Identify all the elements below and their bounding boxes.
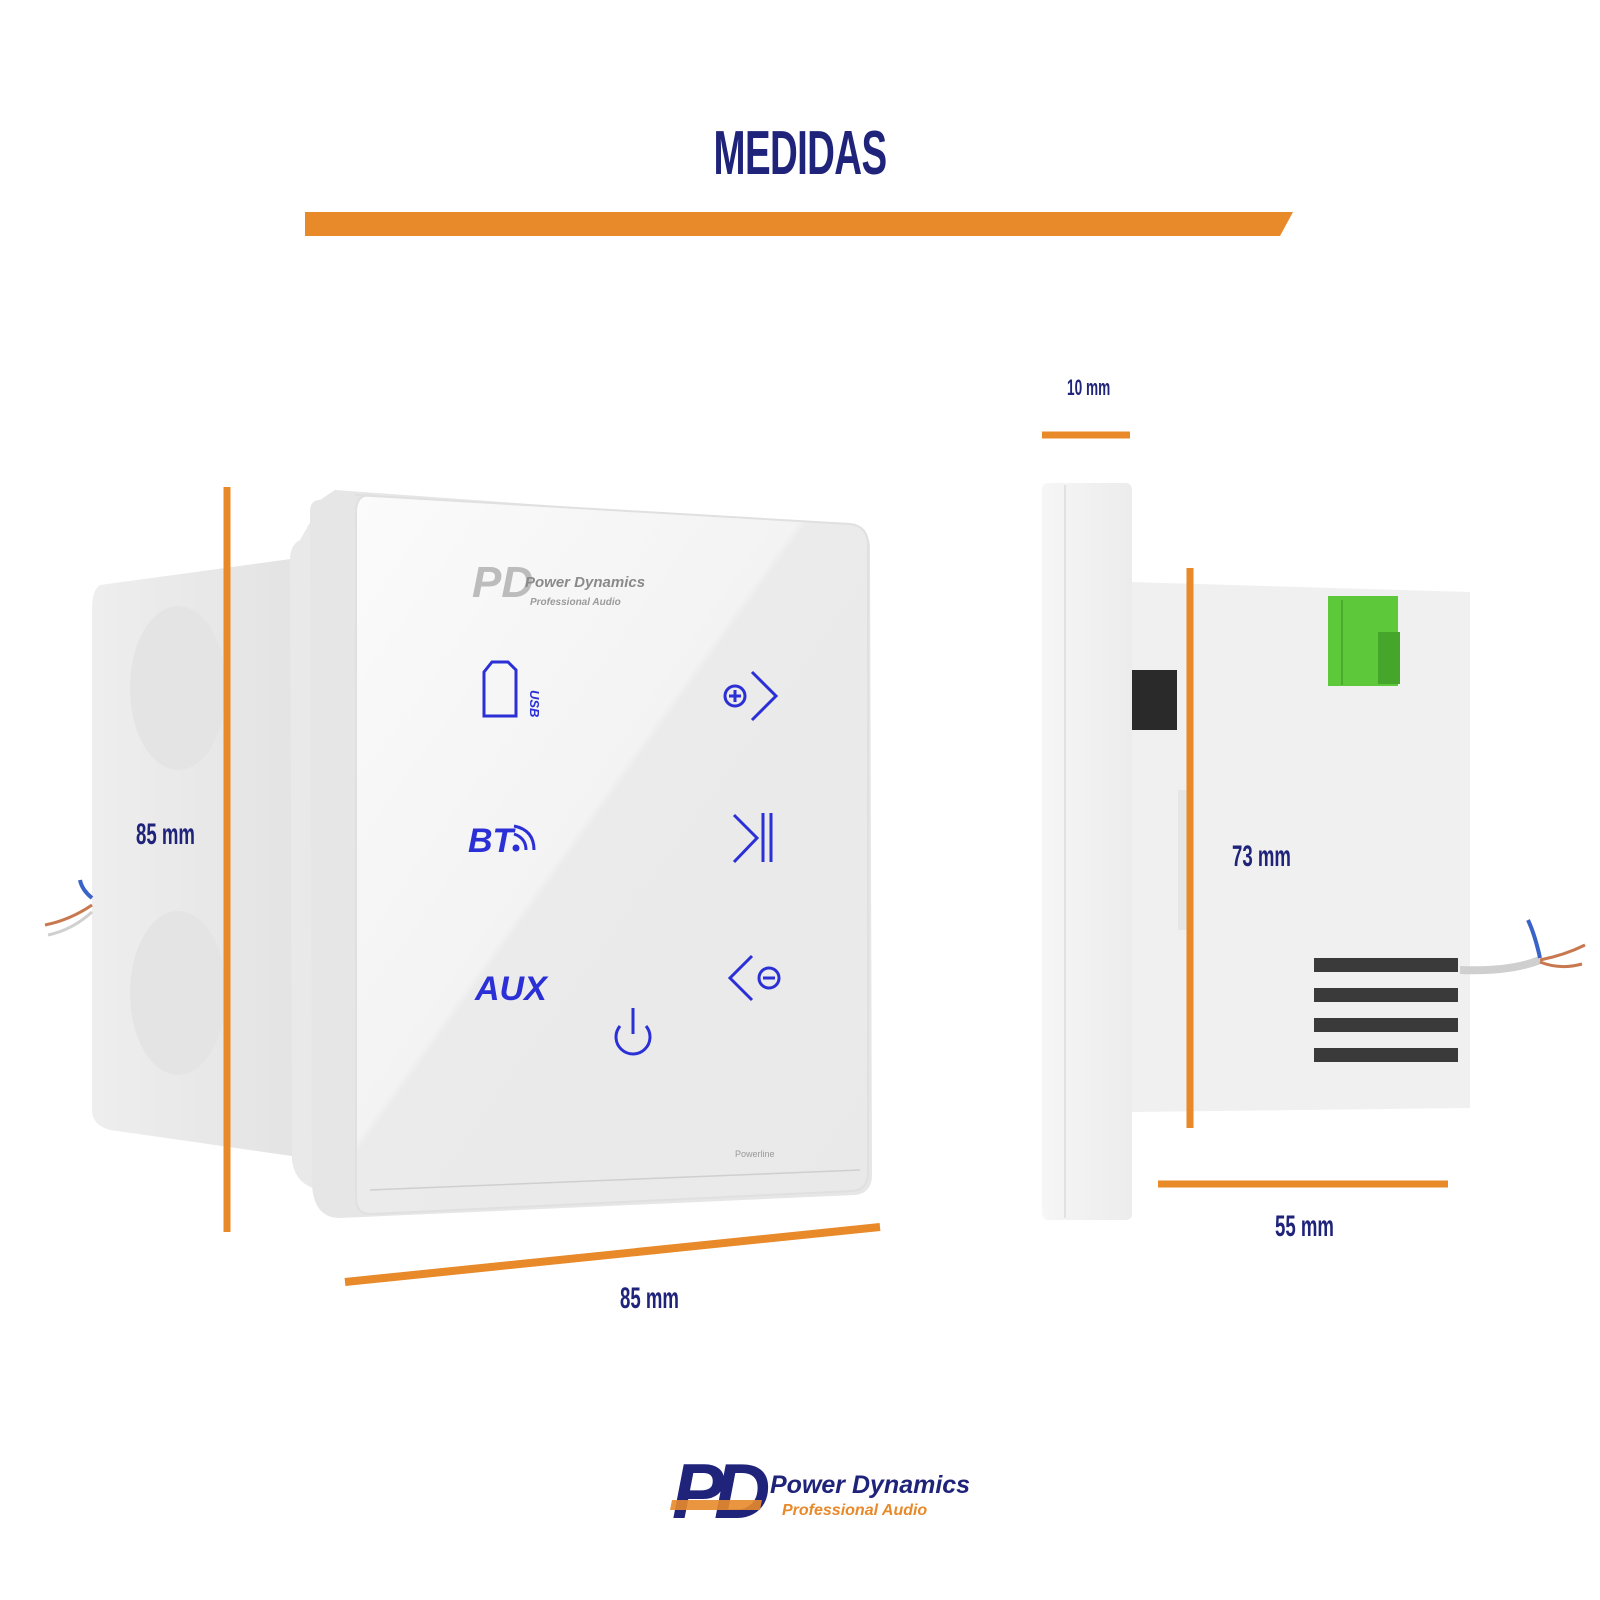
logo-tagline: Professional Audio — [782, 1502, 927, 1519]
page-title: MEDIDAS — [713, 119, 888, 188]
aux-label: AUX — [474, 970, 549, 1008]
logo-monogram: PD — [672, 1447, 769, 1535]
panel-brand: PD — [472, 558, 533, 607]
usb-label: USB — [527, 690, 542, 717]
panel-brand-sub: Professional Audio — [530, 597, 621, 608]
terminal-block — [1328, 596, 1400, 686]
side-plate — [1042, 483, 1132, 1220]
usb-card-icon — [482, 660, 518, 718]
side-body — [1132, 582, 1470, 1112]
bt-label: BT — [468, 822, 517, 860]
side-height-label: 73 mm — [1232, 840, 1291, 873]
front-height-label: 85 mm — [136, 818, 195, 851]
bluetooth-icon — [512, 824, 536, 852]
front-backbox — [92, 555, 320, 1160]
panel-brand-name: Power Dynamics — [525, 574, 645, 591]
brand-logo: PD Power Dynamics Professional Audio — [670, 1447, 970, 1535]
front-width-line — [344, 1223, 881, 1286]
panel-series-label: Powerline — [735, 1149, 775, 1159]
knockout-bottom — [130, 911, 226, 1075]
front-wires — [44, 879, 94, 937]
logo-name: Power Dynamics — [770, 1471, 970, 1499]
side-wires — [1459, 919, 1586, 975]
next-volume-up-icon — [723, 670, 779, 722]
title-underline-bar — [305, 212, 1293, 236]
play-pause-icon — [732, 813, 773, 864]
side-vents — [1314, 958, 1458, 1062]
front-width-label: 85 mm — [620, 1282, 679, 1315]
side-switch — [1132, 670, 1177, 730]
side-plate-depth-label: 10 mm — [1067, 375, 1111, 400]
svg-text:PD: PD — [472, 558, 533, 607]
side-depth-label: 55 mm — [1275, 1210, 1334, 1243]
prev-volume-down-icon — [727, 954, 781, 1002]
power-icon — [614, 1008, 652, 1056]
knockout-top — [130, 606, 226, 770]
